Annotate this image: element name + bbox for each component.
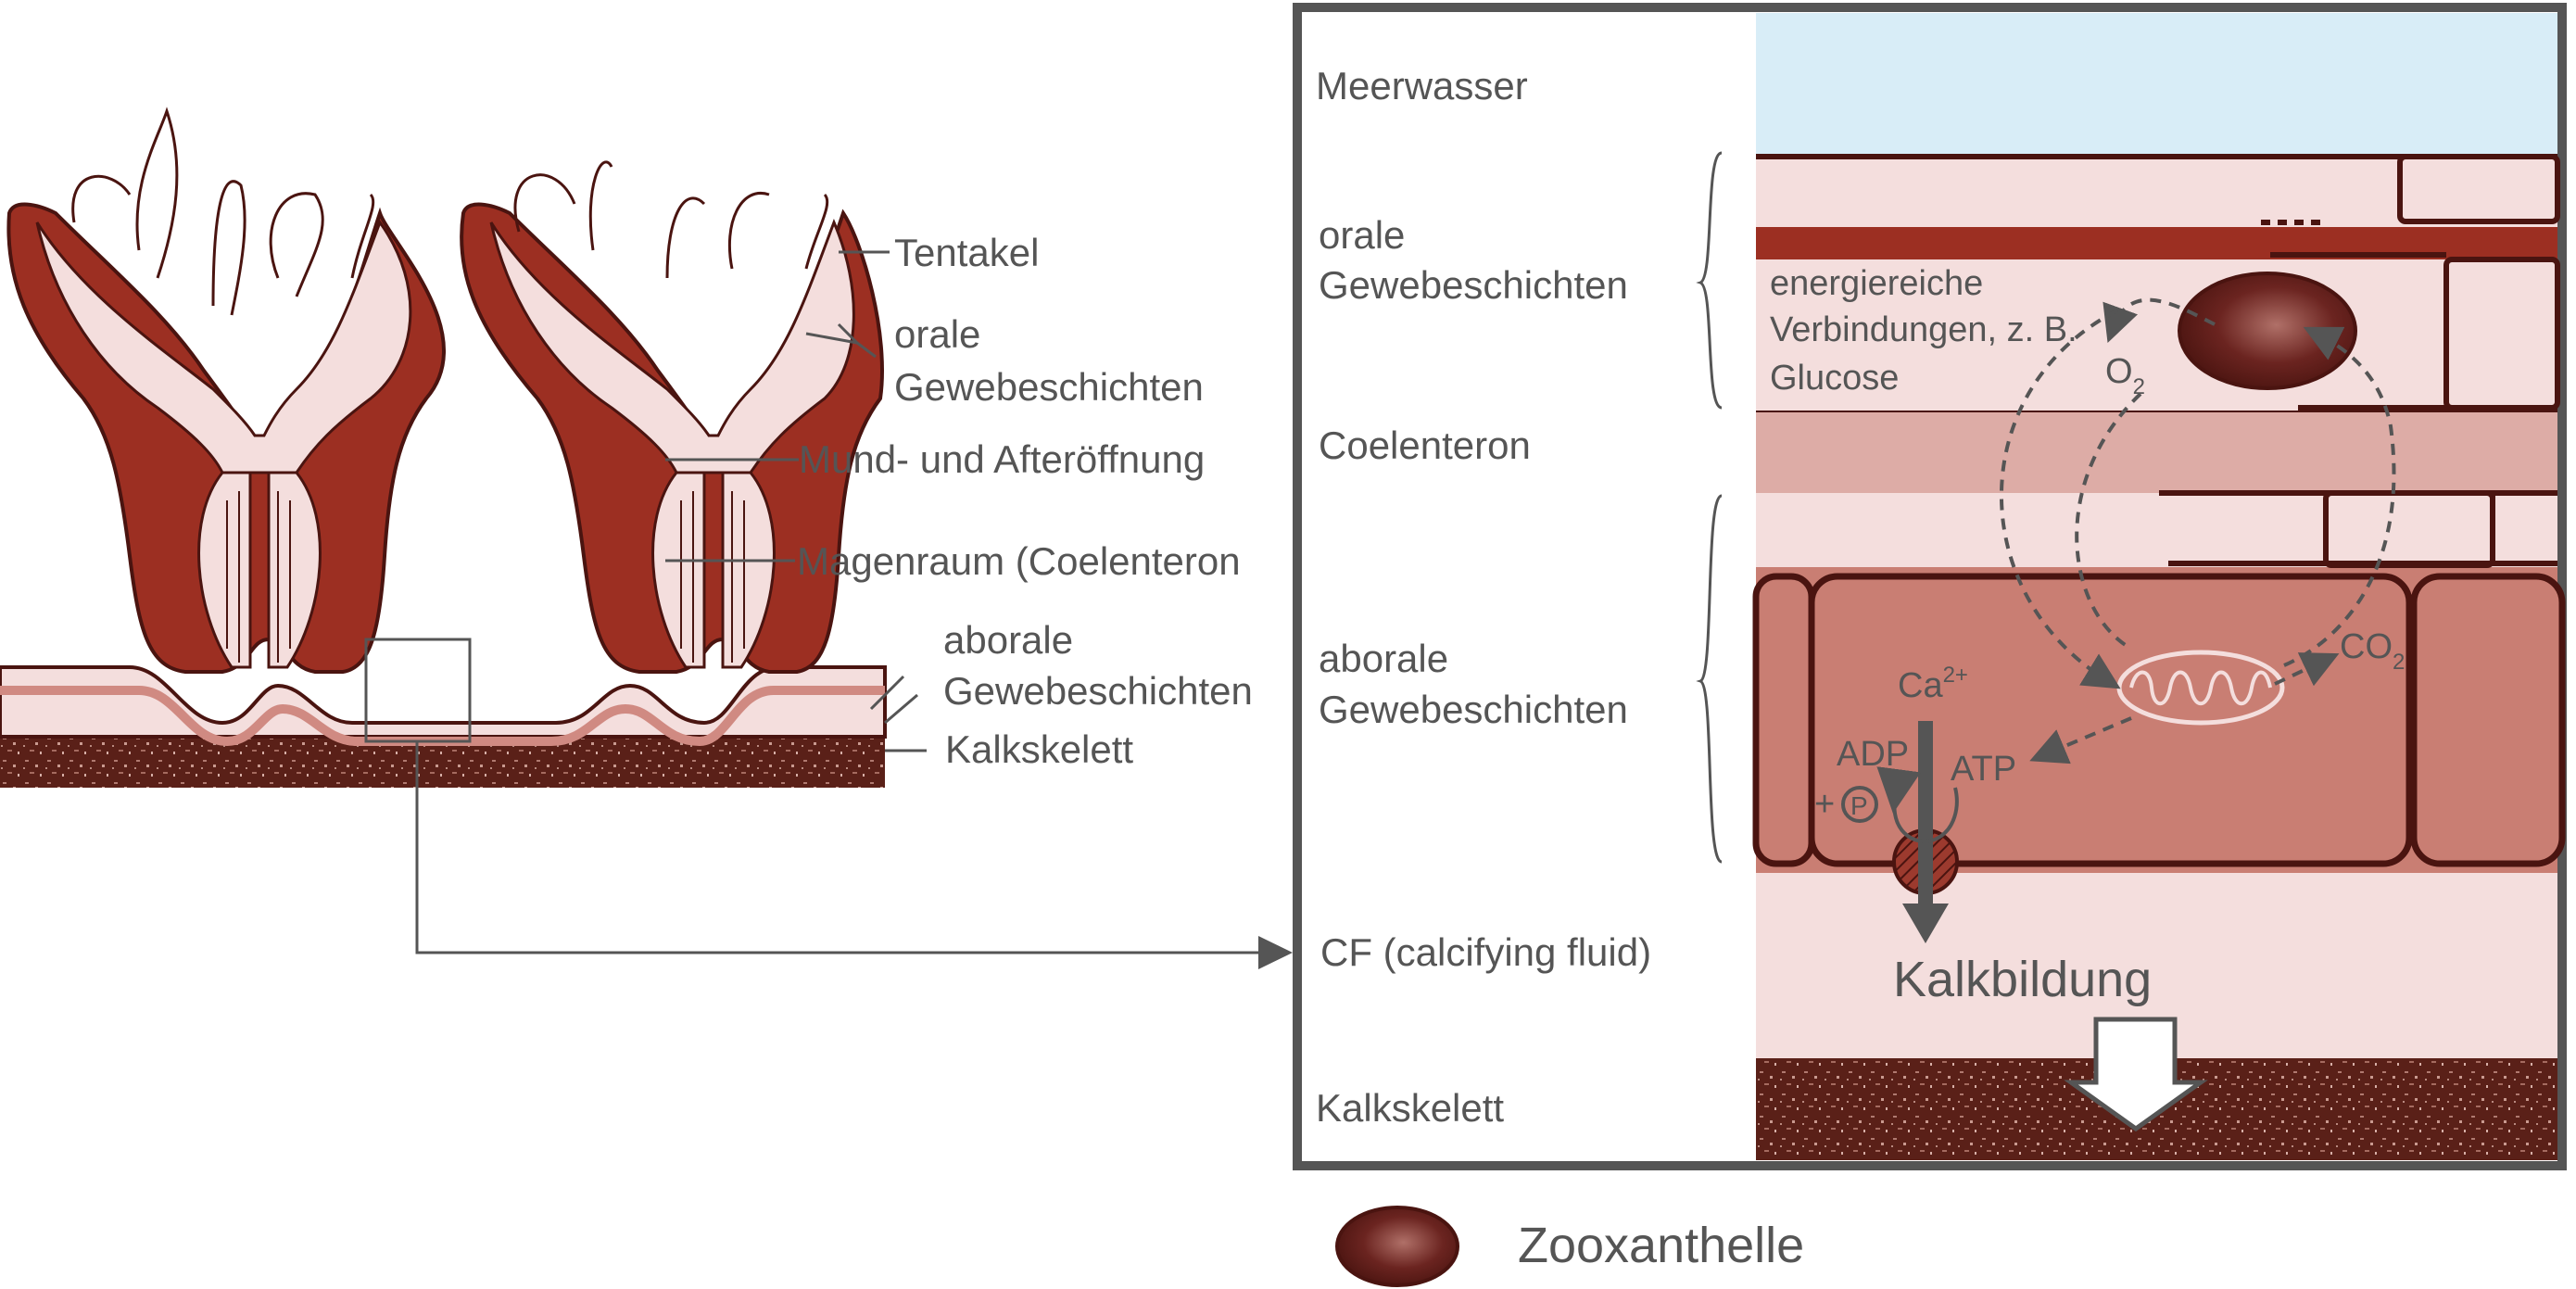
label-energy-1: energiereiche <box>1770 264 1983 303</box>
label-tentacle: Tentakel <box>894 231 1039 274</box>
label-detail-oral-2: Gewebeschichten <box>1319 263 1628 307</box>
label-cf: CF (calcifying fluid) <box>1320 930 1651 974</box>
label-energy-2: Verbindungen, z. B. <box>1770 310 2077 349</box>
label-detail-oral-1: orale <box>1319 213 1405 257</box>
label-ca: Ca2+ <box>1898 663 1968 705</box>
label-detail-aboral-1: aborale <box>1319 637 1448 680</box>
label-mouth: Mund- und Afteröffnung <box>799 437 1205 481</box>
polyp-leader-lines <box>665 250 927 752</box>
label-oral-2: Gewebeschichten <box>894 365 1204 409</box>
label-detail-aboral-2: Gewebeschichten <box>1319 688 1628 731</box>
layer-aboral-top <box>1756 493 2557 567</box>
label-stomach: Magenraum (Coelenteron <box>797 539 1241 583</box>
layer-seawater <box>1756 13 2557 157</box>
label-detail-skeleton: Kalkskelett <box>1316 1086 1504 1130</box>
legend: Zooxanthelle <box>1335 1206 1804 1287</box>
zoom-connector <box>415 741 1265 954</box>
layer-coelenteron <box>1756 411 2557 493</box>
label-atp: ATP <box>1951 750 2016 789</box>
coral-polyp-illustration <box>0 107 1293 969</box>
label-plus: + <box>1814 785 1835 824</box>
label-o2: O2 <box>2105 352 2145 399</box>
label-adp: ADP <box>1837 735 1909 774</box>
label-co2: CO2 <box>2340 627 2405 675</box>
label-energy-3: Glucose <box>1770 359 1899 398</box>
label-seawater: Meerwasser <box>1316 64 1528 107</box>
polyp-aboral-layer <box>0 665 887 739</box>
zooxanthella <box>2178 272 2357 390</box>
layer-oral <box>1756 157 2557 411</box>
label-aboral-1: aborale <box>943 618 1073 662</box>
detail-panel <box>1293 3 2567 1170</box>
label-calcification: Kalkbildung <box>1893 952 2152 1007</box>
mitochondrion <box>2116 650 2285 726</box>
label-p: P <box>1850 791 1868 820</box>
label-aboral-2: Gewebeschichten <box>943 669 1253 713</box>
legend-zooxanthella-icon <box>1335 1206 1459 1287</box>
label-oral-1: orale <box>894 312 980 356</box>
label-skeleton: Kalkskelett <box>945 727 1133 771</box>
calcification-arrow <box>2064 1017 2208 1132</box>
legend-label: Zooxanthelle <box>1518 1218 1804 1273</box>
label-detail-coelenteron: Coelenteron <box>1319 423 1531 467</box>
